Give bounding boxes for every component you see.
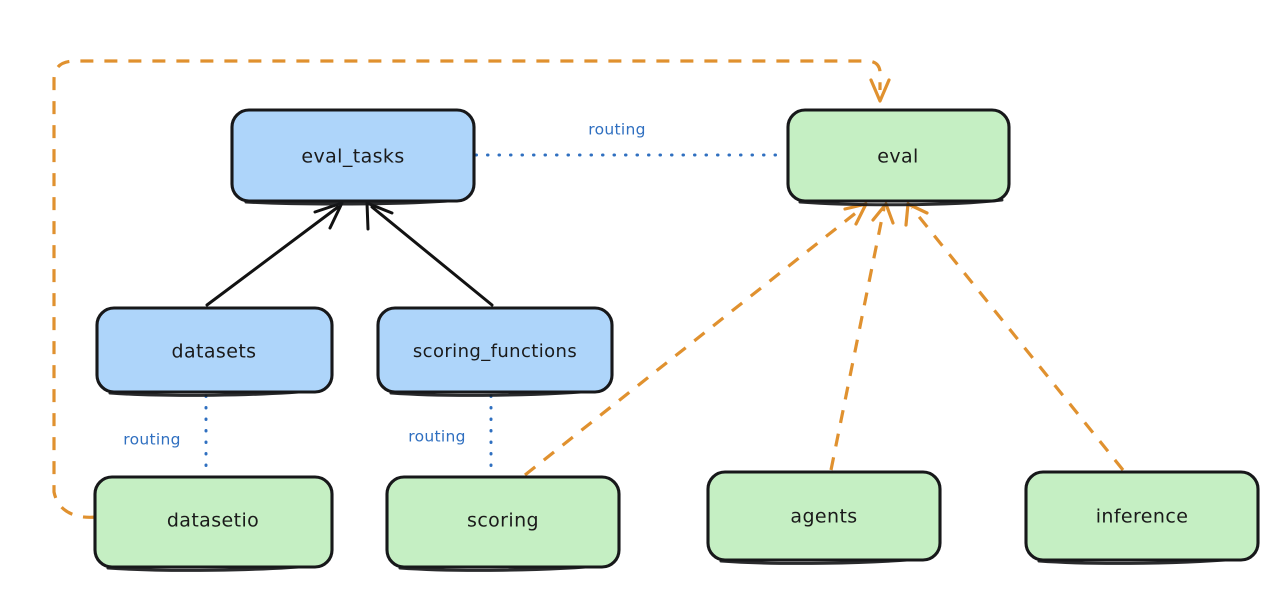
- edge-label-routing-eval-tasks: routing: [588, 121, 646, 139]
- node-label-eval-tasks: eval_tasks: [301, 146, 404, 168]
- node-agents[interactable]: agents: [706, 470, 942, 565]
- node-datasetio[interactable]: datasetio: [93, 475, 334, 572]
- edge-label-routing-datasets: routing: [123, 431, 181, 449]
- node-label-datasetio: datasetio: [167, 510, 259, 532]
- edge-datasetio-to-eval: [52, 59, 891, 519]
- node-label-agents: agents: [790, 506, 857, 528]
- node-eval-tasks[interactable]: eval_tasks: [230, 108, 476, 206]
- edge-label-routing-scoring-functions: routing: [408, 428, 466, 446]
- node-label-inference: inference: [1096, 506, 1189, 528]
- node-scoring-functions[interactable]: scoring_functions: [376, 306, 614, 397]
- node-label-eval: eval: [877, 146, 918, 168]
- node-label-datasets: datasets: [172, 341, 257, 363]
- edge-inference-to-eval: [904, 202, 1125, 472]
- node-datasets[interactable]: datasets: [95, 306, 334, 397]
- edge-scoring_functions-to-eval_tasks: [365, 201, 494, 307]
- edge-agents-to-eval: [829, 202, 895, 471]
- node-label-scoring: scoring: [467, 510, 539, 532]
- node-label-scoring-functions: scoring_functions: [413, 341, 577, 362]
- edge-datasets-to-eval_tasks: [205, 201, 344, 307]
- node-eval[interactable]: eval: [786, 108, 1011, 207]
- node-inference[interactable]: inference: [1024, 470, 1260, 565]
- node-scoring[interactable]: scoring: [385, 475, 621, 572]
